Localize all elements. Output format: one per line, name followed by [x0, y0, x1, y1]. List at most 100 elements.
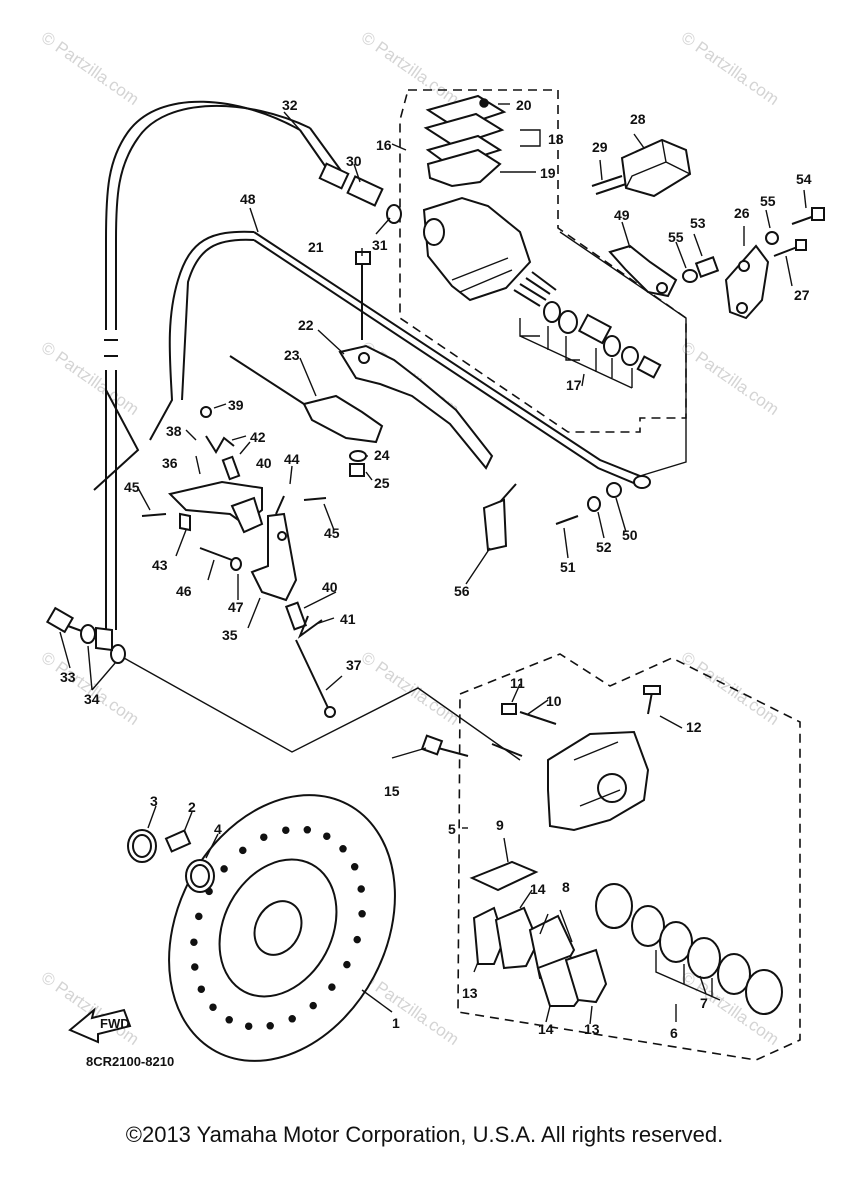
watermark: © Partzilla.com — [678, 338, 783, 419]
brake-cable-48 — [149, 230, 255, 441]
callout-55b: 55 — [760, 193, 776, 209]
bolt-51 — [555, 515, 579, 525]
disc-hole — [350, 863, 359, 871]
key-2 — [164, 829, 192, 853]
parking-arm-35 — [250, 512, 298, 602]
copyright-notice: ©2013 Yamaha Motor Corporation, U.S.A. A… — [125, 1122, 724, 1147]
seal-4 — [717, 953, 751, 995]
collar-40-lower — [284, 601, 308, 631]
callout-36: 36 — [162, 455, 178, 471]
brake-light-switch — [620, 138, 692, 198]
disc-hole — [282, 826, 290, 834]
bleed-screw — [647, 691, 653, 715]
callout-16: 16 — [376, 137, 392, 153]
washer-4-inner — [190, 864, 210, 888]
brake-pad-13b — [564, 948, 608, 1004]
copper-washer — [80, 624, 96, 644]
disc-hole — [353, 935, 361, 944]
fwd-arrow-icon — [68, 1007, 132, 1044]
cable-clip — [93, 389, 140, 491]
diaphragm-plate — [423, 112, 505, 148]
watermark: © Partzilla.com — [358, 648, 463, 729]
callout-3: 3 — [150, 793, 158, 809]
seal-bracket-lines — [655, 950, 721, 1001]
callout-31: 31 — [372, 237, 388, 253]
cable-end-fitting — [633, 475, 651, 489]
callout-40: 40 — [256, 455, 272, 471]
banjo-fitting — [95, 626, 113, 652]
callouts: 1 2 3 4 5 6 7 8 9 10 11 12 13 13 14 14 1… — [60, 97, 812, 1041]
collar-40 — [221, 455, 241, 481]
callout-9: 9 — [496, 817, 504, 833]
callout-42: 42 — [250, 429, 266, 445]
caliper-group-outline — [457, 653, 801, 1061]
callout-52: 52 — [596, 539, 612, 555]
callout-7: 7 — [700, 995, 708, 1011]
brake-pad-14 — [494, 906, 540, 970]
clip-39 — [200, 406, 212, 418]
callout-24: 24 — [374, 447, 390, 463]
part-code: 8CR2100-8210 — [86, 1054, 174, 1069]
rod-end — [324, 706, 336, 718]
callout-50: 50 — [622, 527, 638, 543]
callout-46: 46 — [176, 583, 192, 599]
spring-41 — [297, 615, 323, 639]
callout-21: 21 — [308, 239, 324, 255]
bracket-56 — [482, 498, 508, 552]
rod-37 — [295, 639, 331, 713]
bolt-15 — [420, 734, 444, 756]
disc-hole — [260, 833, 268, 841]
watermark: © Partzilla.com — [678, 648, 783, 729]
seal-2 — [659, 921, 693, 963]
diaphragm-holder — [426, 148, 502, 188]
arm-35-hole — [277, 531, 287, 541]
disc-hole — [220, 865, 228, 873]
caliper-piston-bore — [597, 773, 627, 803]
callout-49: 49 — [614, 207, 630, 223]
callout-5: 5 — [448, 821, 456, 837]
caliper-piston-2 — [745, 969, 783, 1015]
cable-32-lower — [105, 370, 117, 630]
callout-26: 26 — [734, 205, 750, 221]
spring-42 — [205, 435, 235, 454]
callout-13b: 13 — [584, 1021, 600, 1037]
callout-1: 1 — [392, 1015, 400, 1031]
bracket-56-tab — [499, 483, 517, 503]
disc-hole — [190, 938, 198, 946]
disc-hole — [339, 845, 347, 853]
bolt-head-54 — [811, 207, 825, 221]
cable-guide-line — [559, 231, 687, 477]
callout-51: 51 — [560, 559, 576, 575]
switch-pin — [591, 175, 627, 195]
callout-41: 41 — [340, 611, 356, 627]
lock-piece-43 — [179, 512, 191, 532]
callout-14b: 14 — [538, 1021, 554, 1037]
seal-3 — [687, 937, 721, 979]
pin-44 — [275, 495, 285, 515]
callout-34: 34 — [84, 691, 100, 707]
callout-8: 8 — [562, 879, 570, 895]
callout-54: 54 — [796, 171, 812, 187]
bolt-head-27 — [795, 239, 807, 251]
collar-50 — [606, 482, 622, 498]
callout-40b: 40 — [322, 579, 338, 595]
washer-47 — [230, 557, 242, 571]
plate-hole-lower — [736, 302, 748, 314]
mounting-plate — [724, 244, 770, 320]
adjuster-nut — [346, 175, 384, 207]
caliper-piston — [595, 883, 633, 929]
callout-15: 15 — [384, 783, 400, 799]
callout-6: 6 — [670, 1025, 678, 1041]
cable-48-run — [253, 231, 641, 485]
watermark: © Partzilla.com — [678, 28, 783, 109]
disc-hole — [239, 846, 247, 855]
disc-hole — [191, 963, 199, 971]
disc-hole — [343, 960, 351, 969]
disc-hole — [328, 983, 336, 991]
washer-56 — [765, 231, 779, 245]
callout-43: 43 — [152, 557, 168, 573]
master-cylinder-kit — [513, 271, 662, 389]
callout-53: 53 — [690, 215, 706, 231]
washer-24 — [349, 450, 367, 462]
